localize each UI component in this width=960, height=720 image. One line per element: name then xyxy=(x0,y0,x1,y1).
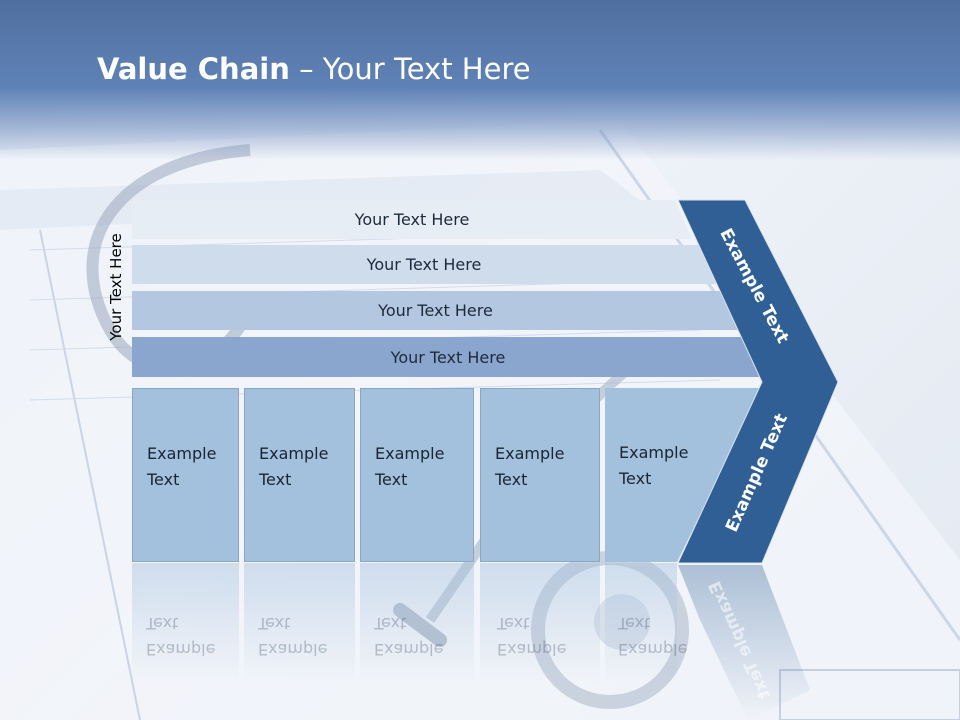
activity-box-1: Example Text xyxy=(132,388,239,562)
box-reflection xyxy=(132,563,239,683)
box-text-line2: Text xyxy=(259,470,292,489)
box-text-line1: Example xyxy=(495,444,565,463)
box-reflection xyxy=(480,563,600,683)
activity-box-3: Example Text xyxy=(360,388,474,562)
support-bar-1: Your Text Here xyxy=(132,200,692,239)
support-bar-3: Your Text Here xyxy=(132,291,739,330)
support-bar-4: Your Text Here xyxy=(132,337,764,377)
box-reflection xyxy=(360,563,474,683)
box-text-line2: Text xyxy=(147,470,180,489)
title-rest: – Your Text Here xyxy=(289,52,531,86)
bar-label: Your Text Here xyxy=(390,347,506,367)
bar-label: Your Text Here xyxy=(366,255,482,274)
box-reflection xyxy=(244,563,355,683)
support-bar-2: Your Text Here xyxy=(132,245,716,284)
header-band xyxy=(0,0,960,160)
box-reflection xyxy=(605,563,677,683)
slide-title: Value Chain – Your Text Here xyxy=(97,52,531,86)
box-text-line1: Example xyxy=(619,443,689,462)
box-text-line2: Text xyxy=(375,470,408,489)
box-text-line1: Example xyxy=(147,444,217,463)
bar-label: Your Text Here xyxy=(354,210,470,229)
box-text-line1: Example xyxy=(375,444,445,463)
activity-box-2: Example Text xyxy=(244,388,355,562)
activity-box-4: Example Text xyxy=(480,388,600,562)
chevron-shape xyxy=(677,199,839,564)
box-text-line1: Example xyxy=(259,444,329,463)
box-text-line2: Text xyxy=(495,470,528,489)
chevron-reflection xyxy=(678,565,810,720)
bar-label: Your Text Here xyxy=(378,301,493,320)
title-bold: Value Chain xyxy=(97,52,290,86)
box-text-line2: Text xyxy=(619,469,652,488)
